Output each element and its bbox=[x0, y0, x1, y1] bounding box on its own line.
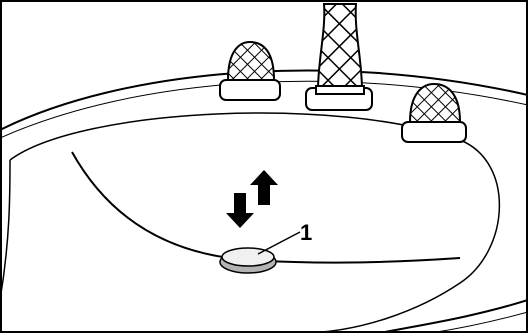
stopper-down-arrow-icon bbox=[226, 193, 254, 228]
drain-stopper bbox=[219, 247, 277, 274]
right-handle bbox=[401, 82, 467, 143]
countertop-edge-right bbox=[379, 299, 528, 333]
callout-label-1: 1 bbox=[300, 220, 312, 245]
basin-rim-left bbox=[0, 159, 11, 301]
left-handle bbox=[219, 40, 281, 101]
basin-rim bbox=[9, 112, 501, 333]
stopper-up-arrow-icon bbox=[250, 170, 278, 205]
basin-contour bbox=[71, 151, 461, 264]
countertop-edge-right-inner bbox=[429, 311, 528, 333]
faucet-spout bbox=[305, 3, 373, 111]
callout-leader-line bbox=[257, 231, 301, 255]
